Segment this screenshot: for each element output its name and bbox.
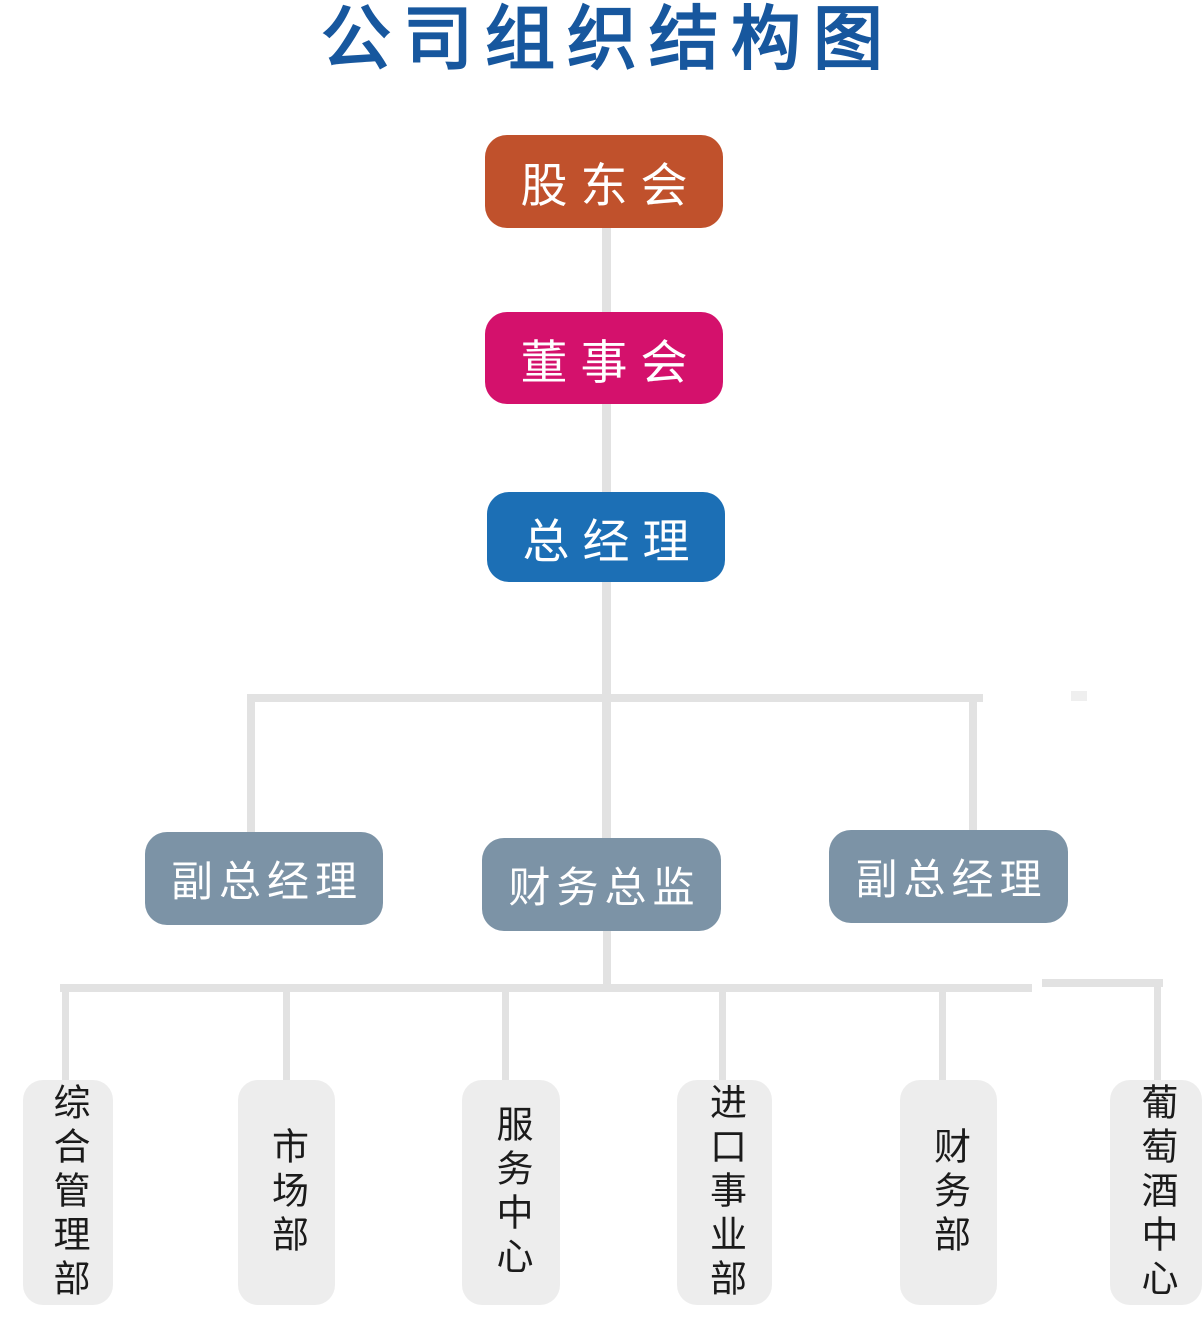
node-label: 董事会: [520, 335, 701, 391]
node-dept-wine-center: 葡萄酒中心: [1110, 1080, 1202, 1305]
connector-finance-director-down: [603, 928, 611, 986]
node-label: 股东会: [520, 159, 701, 214]
node-dept-general-management: 综合管理部: [23, 1080, 113, 1305]
node-label: 财务总监: [508, 863, 701, 912]
node-label: 综合管理部: [47, 1082, 90, 1303]
node-dept-finance: 财务部: [900, 1080, 997, 1305]
node-label: 市场部: [265, 1126, 309, 1259]
node-dept-marketing: 市场部: [238, 1080, 335, 1305]
node-shareholders-meeting: 股东会: [485, 135, 723, 228]
connector-drop-dept-6: [1154, 983, 1161, 1082]
connector-drop-dept-2: [283, 988, 290, 1082]
connector-drop-dept-3: [502, 988, 509, 1082]
connector-drop-finance-director: [602, 694, 611, 840]
connector-lower-horizontal-main: [60, 984, 1032, 992]
node-label: 进口事业部: [703, 1082, 747, 1303]
node-general-manager: 总经理: [487, 492, 725, 582]
connector-upper-horizontal: [247, 694, 983, 702]
node-label: 副总经理: [170, 857, 363, 906]
connector-drop-dept-5: [939, 988, 946, 1082]
node-deputy-gm-left: 副总经理: [145, 832, 383, 925]
connector-fragment: [1071, 691, 1087, 701]
connector-trunk-vertical: [602, 222, 611, 702]
connector-drop-deputy-right: [969, 694, 977, 832]
node-label: 财务部: [927, 1126, 971, 1259]
node-deputy-gm-right: 副总经理: [829, 830, 1068, 923]
node-label: 葡萄酒中心: [1135, 1082, 1178, 1303]
connector-drop-deputy-left: [247, 694, 255, 834]
node-dept-import-business: 进口事业部: [677, 1080, 772, 1305]
node-label: 总经理: [522, 514, 703, 570]
node-label: 服务中心: [490, 1104, 533, 1281]
connector-drop-dept-4: [719, 988, 726, 1082]
page-title: 公司组织结构图: [321, 0, 895, 80]
node-dept-service-center: 服务中心: [462, 1080, 560, 1305]
node-finance-director: 财务总监: [482, 838, 721, 931]
connector-lower-horizontal-right: [1042, 979, 1163, 987]
connector-drop-dept-1: [62, 988, 69, 1082]
node-label: 副总经理: [855, 855, 1048, 904]
node-board-of-directors: 董事会: [485, 312, 723, 404]
